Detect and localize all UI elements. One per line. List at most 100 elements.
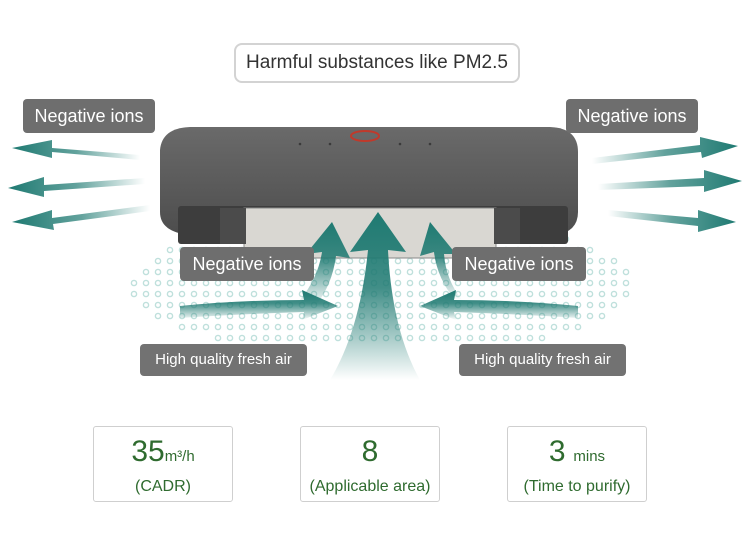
particle-dot (610, 290, 618, 298)
particle-dot (346, 279, 354, 287)
particle-dot (598, 312, 606, 320)
particle-dot (430, 268, 438, 276)
particle-dot (226, 323, 234, 331)
particle-dot (142, 268, 150, 276)
particle-dot (598, 279, 606, 287)
particle-dot (346, 312, 354, 320)
particle-dot (394, 268, 402, 276)
negative-ions-label-top-right: Negative ions (566, 99, 698, 133)
particle-dot (166, 279, 174, 287)
particle-dot (202, 290, 210, 298)
particle-dot (310, 334, 318, 342)
particle-dot (610, 257, 618, 265)
particle-dot (142, 290, 150, 298)
particle-dot (322, 323, 330, 331)
particle-dot (274, 323, 282, 331)
stat-purify-time-caption: (Time to purify) (523, 478, 631, 495)
particle-dot (166, 246, 174, 254)
particle-dot (478, 323, 486, 331)
stat-cadr-caption: (CADR) (135, 478, 191, 495)
particle-dot (214, 334, 222, 342)
particle-dot (274, 290, 282, 298)
particle-dot (274, 334, 282, 342)
particle-dot (538, 290, 546, 298)
particle-dot (238, 279, 246, 287)
particle-dot (586, 268, 594, 276)
particle-dot (358, 257, 366, 265)
particle-dot (358, 268, 366, 276)
particle-dot (490, 334, 498, 342)
particle-dot (334, 301, 342, 309)
particle-dot (334, 257, 342, 265)
particle-dot (406, 279, 414, 287)
particle-dot (334, 268, 342, 276)
particle-dot (154, 290, 162, 298)
particle-dot (394, 279, 402, 287)
particle-dot (190, 279, 198, 287)
particle-dot (430, 334, 438, 342)
particle-dot (406, 257, 414, 265)
outflow-arrows-left (8, 140, 150, 230)
particle-dot (502, 323, 510, 331)
particle-dot (334, 334, 342, 342)
particle-dot (490, 312, 498, 320)
particle-dot (298, 334, 306, 342)
particle-dot (346, 268, 354, 276)
stat-purify-time: 3 mins (Time to purify) (507, 426, 647, 502)
particle-dot (286, 279, 294, 287)
particle-dot (178, 279, 186, 287)
stat-cadr-value: 35 (131, 435, 165, 468)
particle-dot (214, 279, 222, 287)
particle-dot (430, 312, 438, 320)
particle-dot (502, 312, 510, 320)
particle-dot (418, 268, 426, 276)
particle-dot (514, 334, 522, 342)
particle-dot (202, 323, 210, 331)
particle-dot (166, 301, 174, 309)
particle-dot (562, 290, 570, 298)
harmful-substances-label: Harmful substances like PM2.5 (234, 43, 520, 83)
particle-dot (418, 334, 426, 342)
particle-dot (442, 334, 450, 342)
stat-cadr-unit: m³/h (164, 448, 195, 465)
particle-dot (226, 290, 234, 298)
negative-ions-label-top-left: Negative ions (23, 99, 155, 133)
inflow-arrows (180, 212, 578, 380)
particle-dot (466, 290, 474, 298)
particle-dot (262, 334, 270, 342)
particle-dot (550, 290, 558, 298)
particle-dot (490, 279, 498, 287)
particle-dot (418, 279, 426, 287)
particle-dot (622, 279, 630, 287)
particle-dot (538, 323, 546, 331)
particle-dot (154, 257, 162, 265)
particle-dot (298, 279, 306, 287)
particle-dot (310, 323, 318, 331)
stat-purify-time-unit: mins (573, 448, 606, 465)
particle-dot (166, 312, 174, 320)
particle-dot (394, 257, 402, 265)
particle-dot (610, 279, 618, 287)
particle-dot (610, 268, 618, 276)
outflow-arrows-right (592, 137, 742, 232)
particle-dot (286, 290, 294, 298)
particle-dot (250, 290, 258, 298)
particle-dot (514, 279, 522, 287)
particle-dot (418, 290, 426, 298)
particle-dot (538, 279, 546, 287)
particle-dot (478, 334, 486, 342)
particle-dot (406, 334, 414, 342)
particle-dot (262, 323, 270, 331)
particle-dot (166, 257, 174, 265)
particle-dot (406, 301, 414, 309)
particle-dot (178, 323, 186, 331)
particle-dot (322, 334, 330, 342)
fresh-air-label-left: High quality fresh air (140, 344, 307, 376)
particle-dot (346, 301, 354, 309)
particle-dot (454, 323, 462, 331)
particle-dot (418, 257, 426, 265)
particle-dot (286, 312, 294, 320)
particle-dot (274, 279, 282, 287)
stat-cadr: 35m³/h (CADR) (93, 426, 233, 502)
stat-area-caption: (Applicable area) (309, 478, 431, 495)
